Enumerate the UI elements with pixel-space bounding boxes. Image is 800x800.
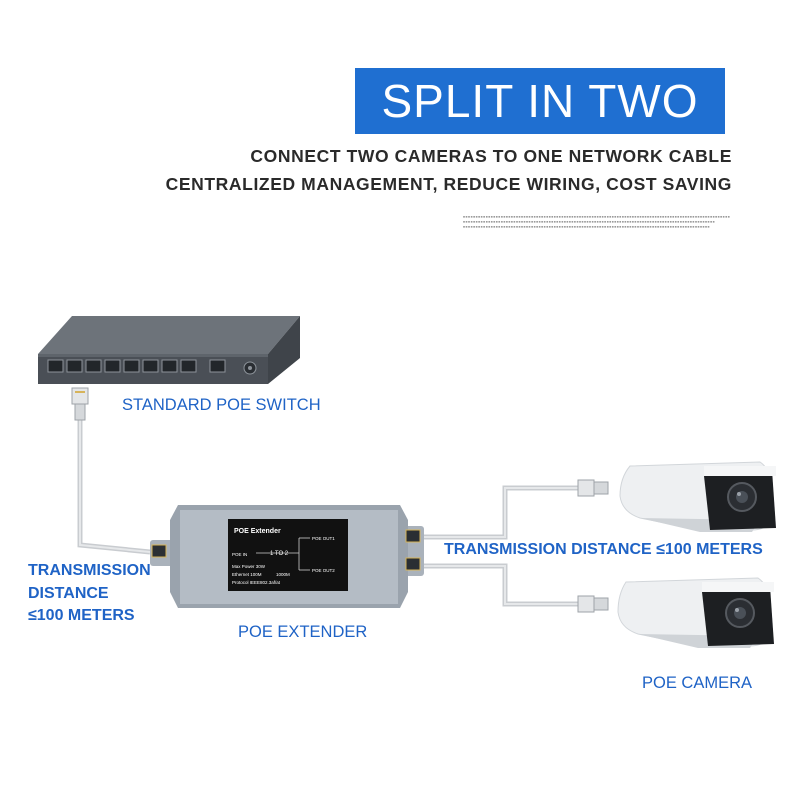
extender-max-power: Max Power 30W bbox=[232, 564, 266, 569]
extender-poe-in: POE IN bbox=[232, 552, 247, 557]
extender-name: POE Extender bbox=[234, 528, 281, 535]
extender-label: POE EXTENDER bbox=[238, 623, 368, 641]
camera-label: POE CAMERA bbox=[642, 674, 753, 692]
poe-switch-device bbox=[38, 316, 300, 384]
title-banner: SPLIT IN TWO bbox=[355, 68, 725, 134]
extender-out1: POE OUT1 bbox=[312, 536, 335, 541]
extender-ratio: 1 TO 2 bbox=[270, 551, 289, 557]
poe-camera-1 bbox=[577, 461, 776, 532]
extender-out2: POE OUT2 bbox=[312, 568, 335, 573]
extender-ethernet-alt: 1000M bbox=[276, 572, 290, 577]
switch-label: STANDARD POE SWITCH bbox=[122, 396, 321, 414]
rj45-plug-icon bbox=[71, 387, 89, 421]
extender-protocol: Protocol IEEE802.3af/at bbox=[232, 580, 281, 585]
poe-extender-device bbox=[150, 505, 424, 608]
fine-print-decoration: ▪▪▪▪▪▪▪▪▪▪▪▪▪▪▪▪▪▪▪▪▪▪▪▪▪▪▪▪▪▪▪▪▪▪▪▪▪▪▪▪… bbox=[462, 214, 730, 229]
left-distance-line-1: TRANSMISSION bbox=[28, 562, 151, 579]
extender-ethernet: Ethernet 100M bbox=[232, 572, 262, 577]
poe-camera-2 bbox=[577, 577, 774, 648]
subtitle-line-1: CONNECT TWO CAMERAS TO ONE NETWORK CABLE bbox=[250, 146, 732, 166]
left-distance-line-2: DISTANCE bbox=[28, 585, 109, 602]
subtitle-line-2: CENTRALIZED MANAGEMENT, REDUCE WIRING, C… bbox=[165, 174, 732, 194]
cable-switch-to-extender bbox=[77, 418, 151, 555]
page-title: SPLIT IN TWO bbox=[381, 75, 699, 127]
left-distance-line-3: ≤100 METERS bbox=[28, 607, 135, 624]
right-distance-label: TRANSMISSION DISTANCE ≤100 METERS bbox=[444, 541, 763, 558]
